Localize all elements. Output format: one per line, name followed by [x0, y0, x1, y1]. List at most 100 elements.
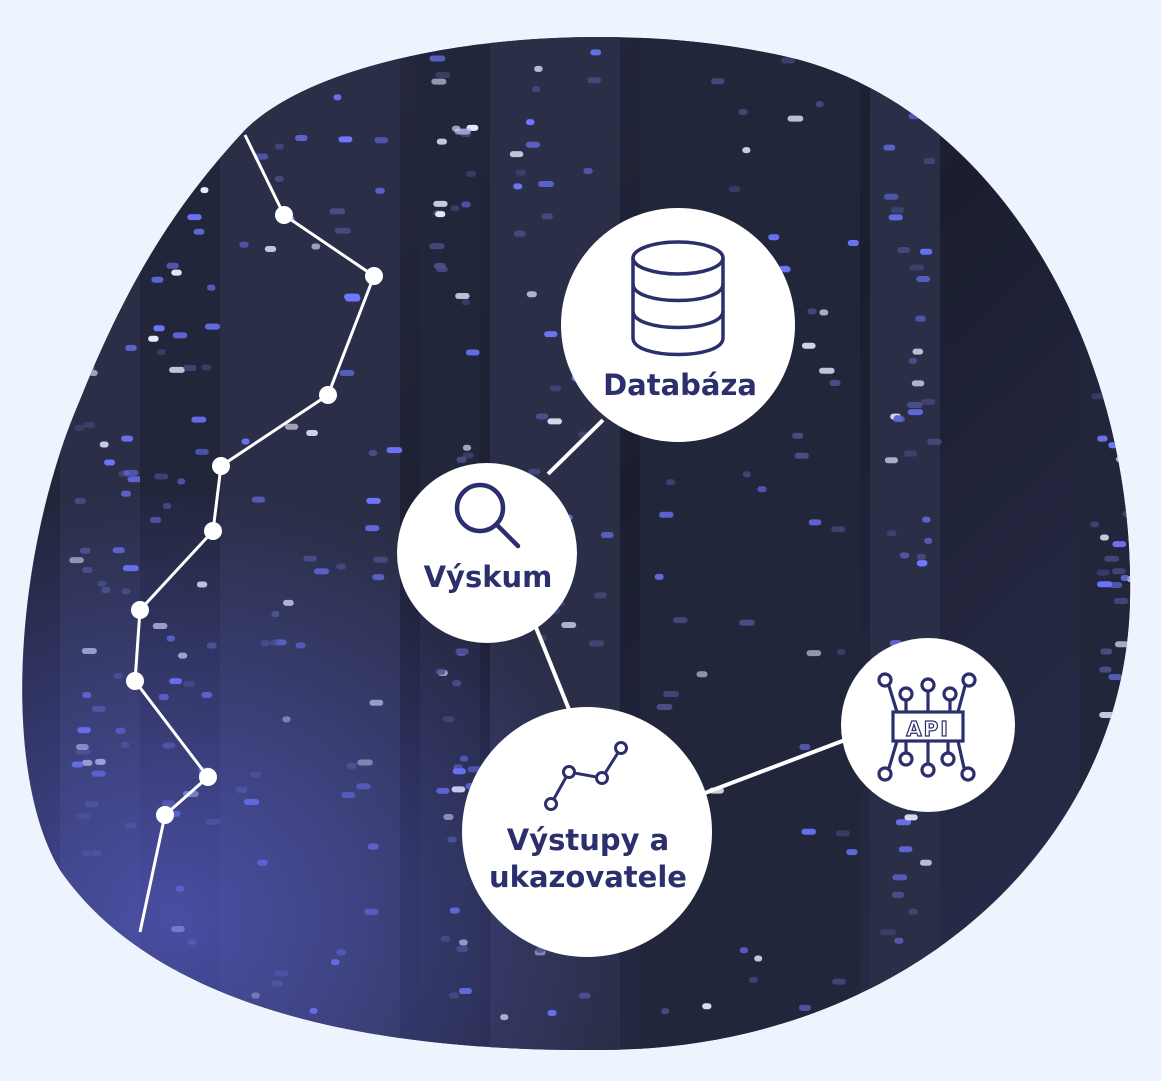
server-led [1090, 29, 1104, 35]
server-led [126, 946, 141, 953]
server-led [1088, 835, 1102, 842]
server-led [94, 975, 105, 982]
server-led [244, 36, 255, 42]
server-led [94, 95, 111, 102]
server-led [1102, 395, 1115, 402]
server-led [207, 36, 217, 41]
server-led [110, 981, 124, 988]
server-led [1100, 100, 1114, 107]
server-led [1121, 833, 1131, 840]
server-led [1111, 105, 1125, 112]
server-led [1122, 990, 1131, 997]
outputs-label-line2: ukazovatele [489, 860, 687, 894]
server-led [459, 36, 474, 42]
server-led [918, 960, 929, 967]
server-led [1126, 256, 1131, 263]
server-led [446, 39, 462, 46]
server-led [1101, 248, 1113, 255]
server-led [97, 72, 108, 79]
server-led [908, 1017, 921, 1024]
server-led [445, 36, 454, 40]
server-led [73, 67, 85, 74]
server-led [106, 287, 118, 294]
server-led [883, 990, 898, 997]
server-led [177, 49, 191, 56]
server-led [156, 139, 171, 146]
node-database[interactable]: Databáza [561, 208, 795, 442]
server-led [739, 25, 751, 31]
network-node [365, 267, 383, 285]
server-led [78, 21, 91, 27]
server-led [1104, 208, 1114, 215]
server-led [170, 168, 182, 175]
server-led [1115, 826, 1126, 833]
server-led [927, 56, 943, 63]
network-node [199, 768, 217, 786]
server-led [1091, 967, 1102, 974]
server-led [1093, 163, 1107, 170]
node-research[interactable]: Výskum [397, 463, 577, 643]
server-led [89, 340, 99, 347]
search-icon [454, 482, 521, 549]
line-chart-icon [544, 741, 628, 811]
server-led [112, 151, 123, 158]
server-led [1088, 187, 1100, 194]
outputs-label-line1: Výstupy a [507, 823, 669, 857]
server-led [165, 20, 177, 26]
server-led [1107, 279, 1123, 286]
server-led [1104, 185, 1114, 192]
server-led [1124, 326, 1131, 333]
server-led [1121, 271, 1131, 278]
api-circuit-icon [877, 672, 977, 782]
server-led [383, 28, 394, 34]
server-led [184, 139, 195, 146]
server-led [72, 88, 83, 95]
server-led [1127, 198, 1131, 205]
server-led [1099, 130, 1115, 137]
server-led [523, 27, 536, 33]
server-led [78, 70, 95, 77]
server-led [1120, 360, 1131, 367]
network-node [156, 806, 174, 824]
server-led [168, 124, 182, 131]
server-led [207, 25, 216, 31]
server-led [1126, 269, 1131, 276]
network-node [275, 206, 293, 224]
server-led [180, 72, 193, 79]
server-led [1090, 823, 1101, 830]
server-led [1099, 383, 1112, 390]
connector-lines [533, 418, 846, 795]
server-led [98, 55, 110, 62]
database-icon [631, 240, 725, 357]
server-led [895, 974, 911, 981]
server-led [97, 926, 112, 933]
server-led [1098, 354, 1108, 361]
research-label: Výskum [424, 560, 553, 594]
server-led [1093, 202, 1109, 209]
server-led [918, 979, 934, 986]
server-led [101, 44, 112, 51]
server-led [447, 29, 456, 35]
server-led [1123, 756, 1131, 763]
server-led [1093, 930, 1104, 937]
server-led [153, 153, 162, 160]
server-led [377, 53, 392, 60]
server-led [895, 42, 912, 49]
node-outputs[interactable]: Výstupy a ukazovatele [462, 707, 712, 957]
server-led [1095, 965, 1108, 972]
server-led [1104, 810, 1119, 817]
network-node [131, 601, 149, 619]
server-led [157, 168, 168, 175]
server-led [157, 114, 171, 121]
server-led [247, 36, 263, 42]
server-led [108, 300, 118, 307]
server-led [89, 250, 100, 257]
server-led [187, 28, 195, 34]
network-node [319, 386, 337, 404]
server-led [1106, 88, 1118, 95]
server-led [904, 992, 914, 999]
server-led [1102, 1008, 1117, 1015]
server-led [324, 47, 337, 54]
node-api[interactable]: API [841, 638, 1015, 812]
